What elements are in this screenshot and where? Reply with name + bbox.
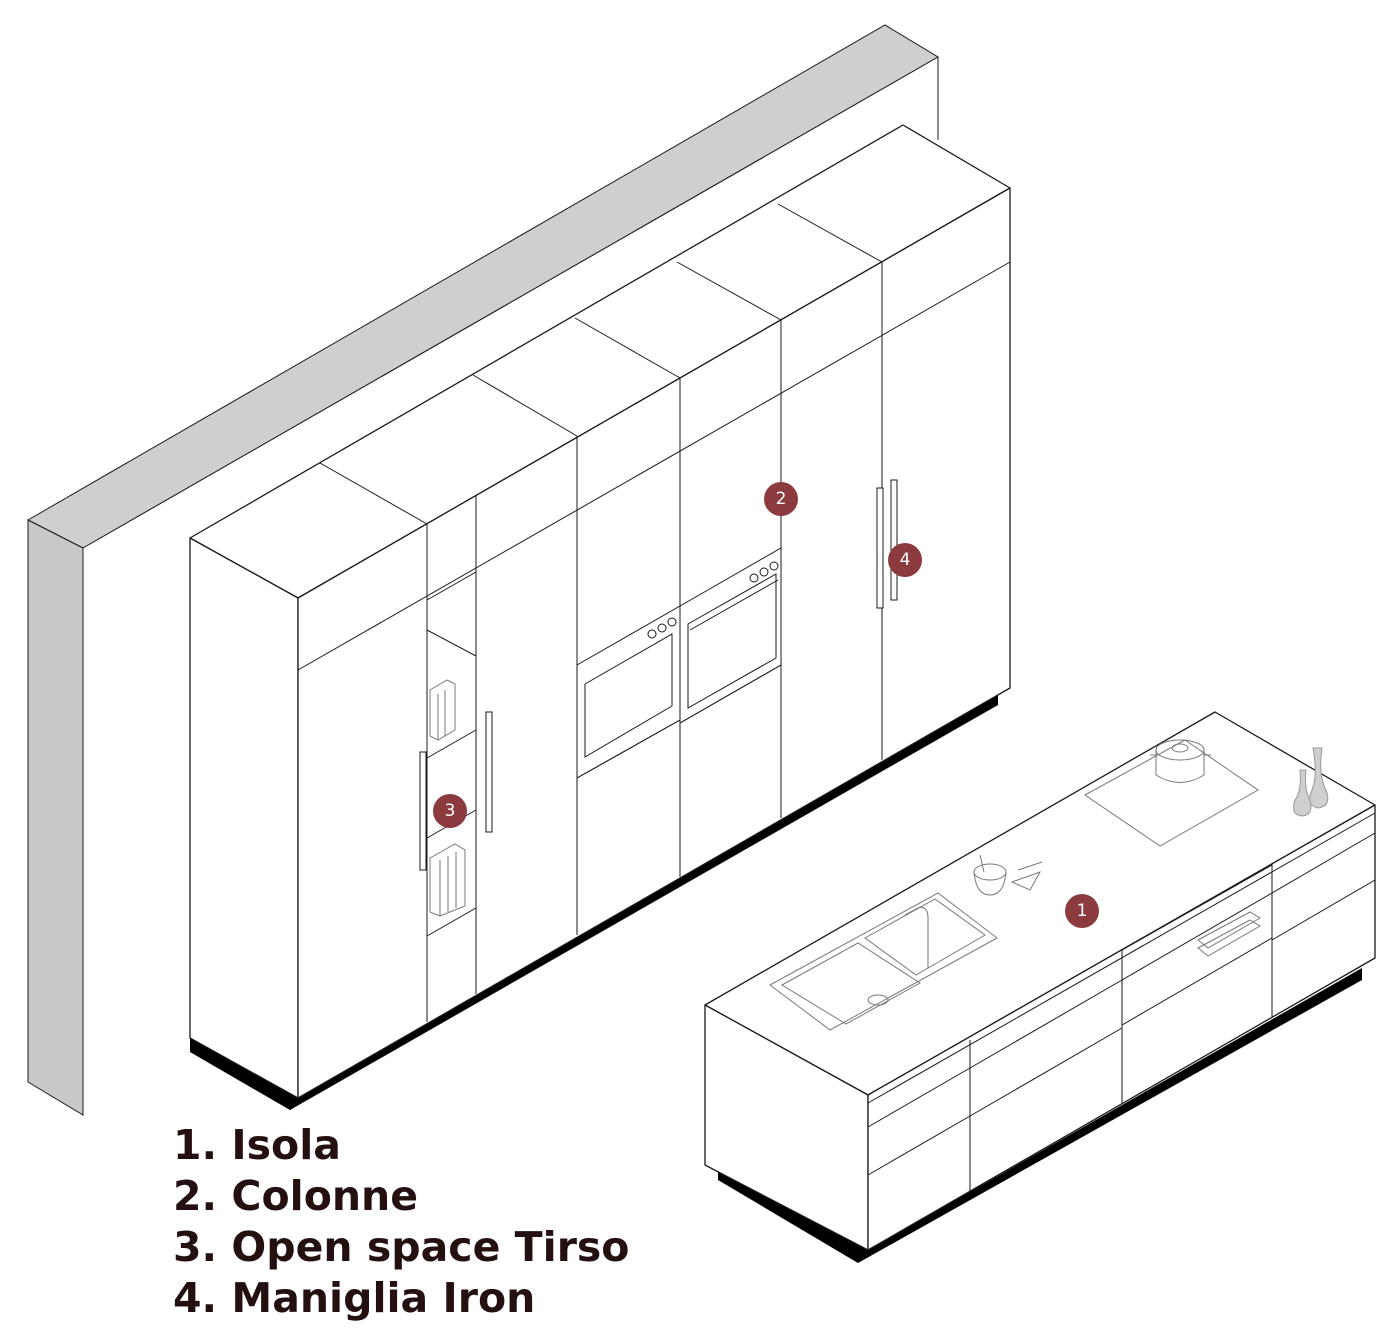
columns-side xyxy=(189,537,299,1099)
kitchen-island xyxy=(704,711,1376,1263)
svg-text:2: 2 xyxy=(776,489,787,509)
vases-icon xyxy=(1293,747,1329,817)
tall-columns-unit xyxy=(189,124,1011,1110)
mortar-icon xyxy=(973,854,1043,896)
legend-item-isola: 1. Isola xyxy=(173,1121,341,1169)
marker-isola: 1 xyxy=(1065,894,1099,928)
books-icon xyxy=(429,679,466,917)
legend-list: 1. Isola 2. Colonne 3. Open space Tirso … xyxy=(173,1120,629,1324)
sink-icon xyxy=(769,892,998,1031)
marker-maniglia-iron: 4 xyxy=(888,543,922,577)
marker-colonne: 2 xyxy=(764,482,798,516)
handle-iron-icon xyxy=(419,479,898,871)
svg-text:1: 1 xyxy=(1077,901,1088,921)
legend-item-colonne: 2. Colonne xyxy=(173,1172,419,1220)
svg-text:3: 3 xyxy=(445,801,456,821)
legend-item-maniglia-iron: 4. Maniglia Iron xyxy=(173,1274,536,1322)
svg-text:4: 4 xyxy=(900,550,911,570)
marker-open-space-tirso: 3 xyxy=(433,794,467,828)
cooktop-icon xyxy=(1084,739,1259,847)
legend-item-open-space-tirso: 3. Open space Tirso xyxy=(173,1223,630,1271)
